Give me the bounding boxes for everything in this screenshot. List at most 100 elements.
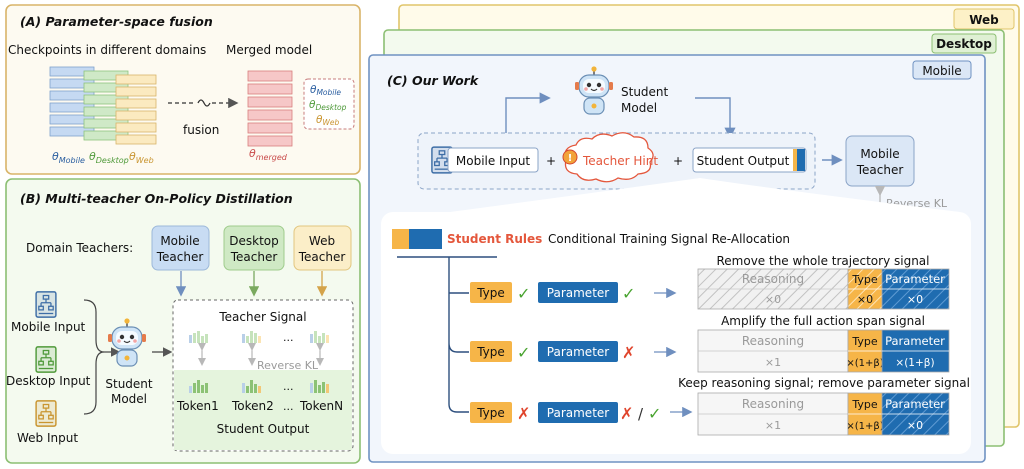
rule2-type-check-icon: ✓: [517, 343, 530, 362]
rule3-type-cell-label: Type: [851, 398, 877, 411]
arrow-student-to-output: [695, 97, 736, 139]
student-bars-2: [242, 380, 261, 393]
teacher-signal-label: Teacher Signal: [218, 310, 306, 324]
c-student-output-label: Student Output: [697, 154, 790, 168]
student-rules-label: Student Rules: [447, 232, 542, 246]
rule1-param-value: ×0: [907, 293, 923, 306]
rule-row-2: Type ✓ Parameter ✗ Amplify the full acti…: [470, 314, 950, 373]
theta-mobile-label: θMobile: [52, 150, 85, 165]
c-mobile-input-label: Mobile Input: [456, 154, 531, 168]
theta-desktop-label: θDesktop: [89, 150, 129, 165]
legend-theta-web: θWeb: [316, 114, 339, 127]
teacher-hint-cloud: [564, 132, 654, 183]
student-bars-1: [189, 380, 208, 393]
c-mobile-teacher-label-1: Mobile: [860, 147, 899, 161]
b-ellipsis-tokens: ...: [283, 400, 294, 413]
svg-text:Mobile: Mobile: [160, 234, 199, 248]
teacher-bars-2: [242, 331, 261, 343]
b-ellipsis-top: ...: [283, 331, 294, 344]
rule2-param-value: ×(1+β): [895, 357, 934, 369]
rule2-param-chip: [538, 341, 618, 362]
c-mobile-teacher-label-2: Teacher: [856, 163, 904, 177]
student-bars-n: [310, 380, 329, 393]
rule3-slash: /: [638, 405, 644, 423]
plus-2: +: [673, 154, 683, 168]
fusion-label: fusion: [183, 123, 219, 137]
rule1-param-cell-label: Parameter: [885, 272, 945, 286]
c-student-label-1: Student: [621, 85, 669, 99]
rule2-type-label: Type: [476, 345, 505, 359]
teacher-web-box: Web Teacher: [293, 225, 352, 271]
checkpoints-label: Checkpoints in different domains: [8, 43, 206, 57]
output-type-chip: [793, 149, 797, 171]
rule3-param-value: ×0: [907, 419, 923, 432]
rule3-param-label: Parameter: [547, 406, 609, 420]
b-student-label-1: Student: [105, 377, 153, 391]
c-mobile-teacher-box: [845, 135, 915, 187]
checkpoint-stack-web: [115, 74, 157, 145]
rule1-type-cell-label: Type: [851, 273, 877, 286]
rule2-type-value: ×(1+β): [846, 358, 883, 369]
rule3-type-cross-icon: ✗: [517, 404, 530, 423]
b-reverse-kl-label: Reverse KL: [257, 359, 319, 372]
alert-icon-mark: !: [568, 153, 573, 164]
svg-text:Teacher: Teacher: [230, 250, 278, 264]
alert-icon: [562, 149, 578, 165]
token1-label: Token1: [176, 399, 219, 413]
rule1-type-label: Type: [476, 286, 505, 300]
desktop-input-icon: [35, 346, 57, 373]
svg-text:Desktop: Desktop: [229, 234, 279, 248]
svg-text:Teacher: Teacher: [298, 250, 346, 264]
svg-text:Web: Web: [309, 234, 335, 248]
legend-theta-desktop: θDesktop: [309, 99, 347, 112]
teacher-mobile-box: Mobile Teacher: [151, 225, 210, 271]
rule3-type-chip: [470, 402, 512, 423]
rule2-type-cell-label: Type: [851, 335, 877, 348]
tab-desktop-label: Desktop: [936, 37, 992, 51]
tab-mobile-label: Mobile: [922, 64, 961, 78]
theta-web-label: θWeb: [129, 150, 154, 165]
rule2-reasoning-label: Reasoning: [742, 334, 804, 348]
rule2-reasoning-value: ×1: [765, 356, 781, 369]
rules-param-chip: [409, 229, 442, 249]
rule3-reasoning-label: Reasoning: [742, 397, 804, 411]
tokenN-label: TokenN: [299, 399, 343, 413]
rule-row-1: Type ✓ Parameter ✓ Remove the whole traj…: [470, 254, 950, 310]
legend-theta-mobile: θMobile: [310, 84, 341, 97]
merged-model-label: Merged model: [226, 43, 312, 57]
realloc-label: Conditional Training Signal Re-Allocatio…: [548, 232, 790, 246]
tab-web-label: Web: [969, 13, 999, 27]
panel-c: Web Desktop Mobile (C) Our Work Student …: [368, 4, 1020, 463]
rule1-caption: Remove the whole trajectory signal: [716, 254, 929, 268]
rules-tree: [448, 257, 469, 413]
rule1-param-check-icon: ✓: [622, 284, 635, 303]
b-mobile-input-label: Mobile Input: [11, 320, 86, 334]
tab-desktop: [931, 33, 997, 54]
web-input-icon: [35, 400, 57, 427]
rule2-param-label: Parameter: [547, 345, 609, 359]
tab-web: [953, 8, 1015, 30]
rules-type-chip: [392, 229, 409, 249]
plus-1: +: [546, 154, 556, 168]
tab-mobile: [912, 60, 972, 80]
svg-text:Teacher: Teacher: [156, 250, 204, 264]
rule3-param-cross-icon: ✗: [620, 404, 633, 423]
teacher-desktop-box: Desktop Teacher: [223, 225, 285, 271]
c-mobile-input-box: [447, 147, 539, 173]
panel-c-title: (C) Our Work: [387, 73, 479, 88]
panel-b-title: (B) Multi-teacher On-Policy Distillation: [20, 191, 293, 206]
checkpoint-stack-mobile: [49, 66, 95, 137]
domain-teachers-label: Domain Teachers:: [26, 241, 133, 255]
rule3-type-value: ×(1+β): [846, 421, 883, 432]
rule2-caption: Amplify the full action span signal: [721, 314, 925, 328]
rule1-param-label: Parameter: [547, 286, 609, 300]
rule1-reasoning-value: ×0: [765, 293, 781, 306]
rule3-caption: Keep reasoning signal; remove parameter …: [678, 376, 970, 390]
rule-row-3: Type ✗ Parameter ✗ / ✓ Keep reasoning si…: [470, 376, 970, 436]
rule3-param-chip: [538, 402, 618, 423]
rules-funnel: [450, 178, 960, 212]
output-param-chip: [797, 149, 805, 171]
merged-legend-box: [303, 78, 355, 130]
b-student-label-2: Model: [111, 392, 147, 406]
